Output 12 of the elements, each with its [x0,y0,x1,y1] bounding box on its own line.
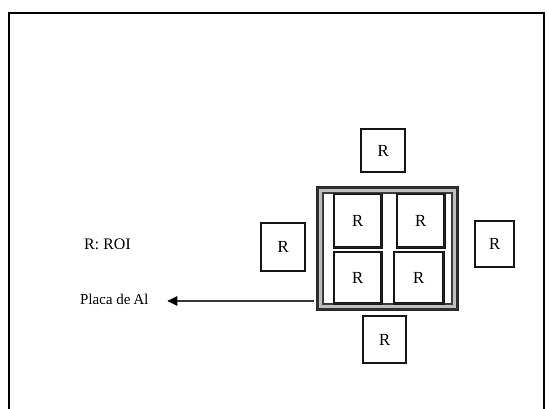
roi-box: R [362,315,407,364]
roi-box: R [474,220,515,268]
roi-box: R [393,251,445,305]
roi-box: R [360,128,406,173]
roi-box: R [260,222,306,272]
roi-box: R [396,193,446,249]
roi-box: R [333,251,383,305]
legend-note: R: ROI [84,236,131,254]
arrow [167,296,314,306]
plate-label: Placa de Al [80,288,200,312]
roi-box: R [333,193,383,249]
plate-box [316,186,459,311]
